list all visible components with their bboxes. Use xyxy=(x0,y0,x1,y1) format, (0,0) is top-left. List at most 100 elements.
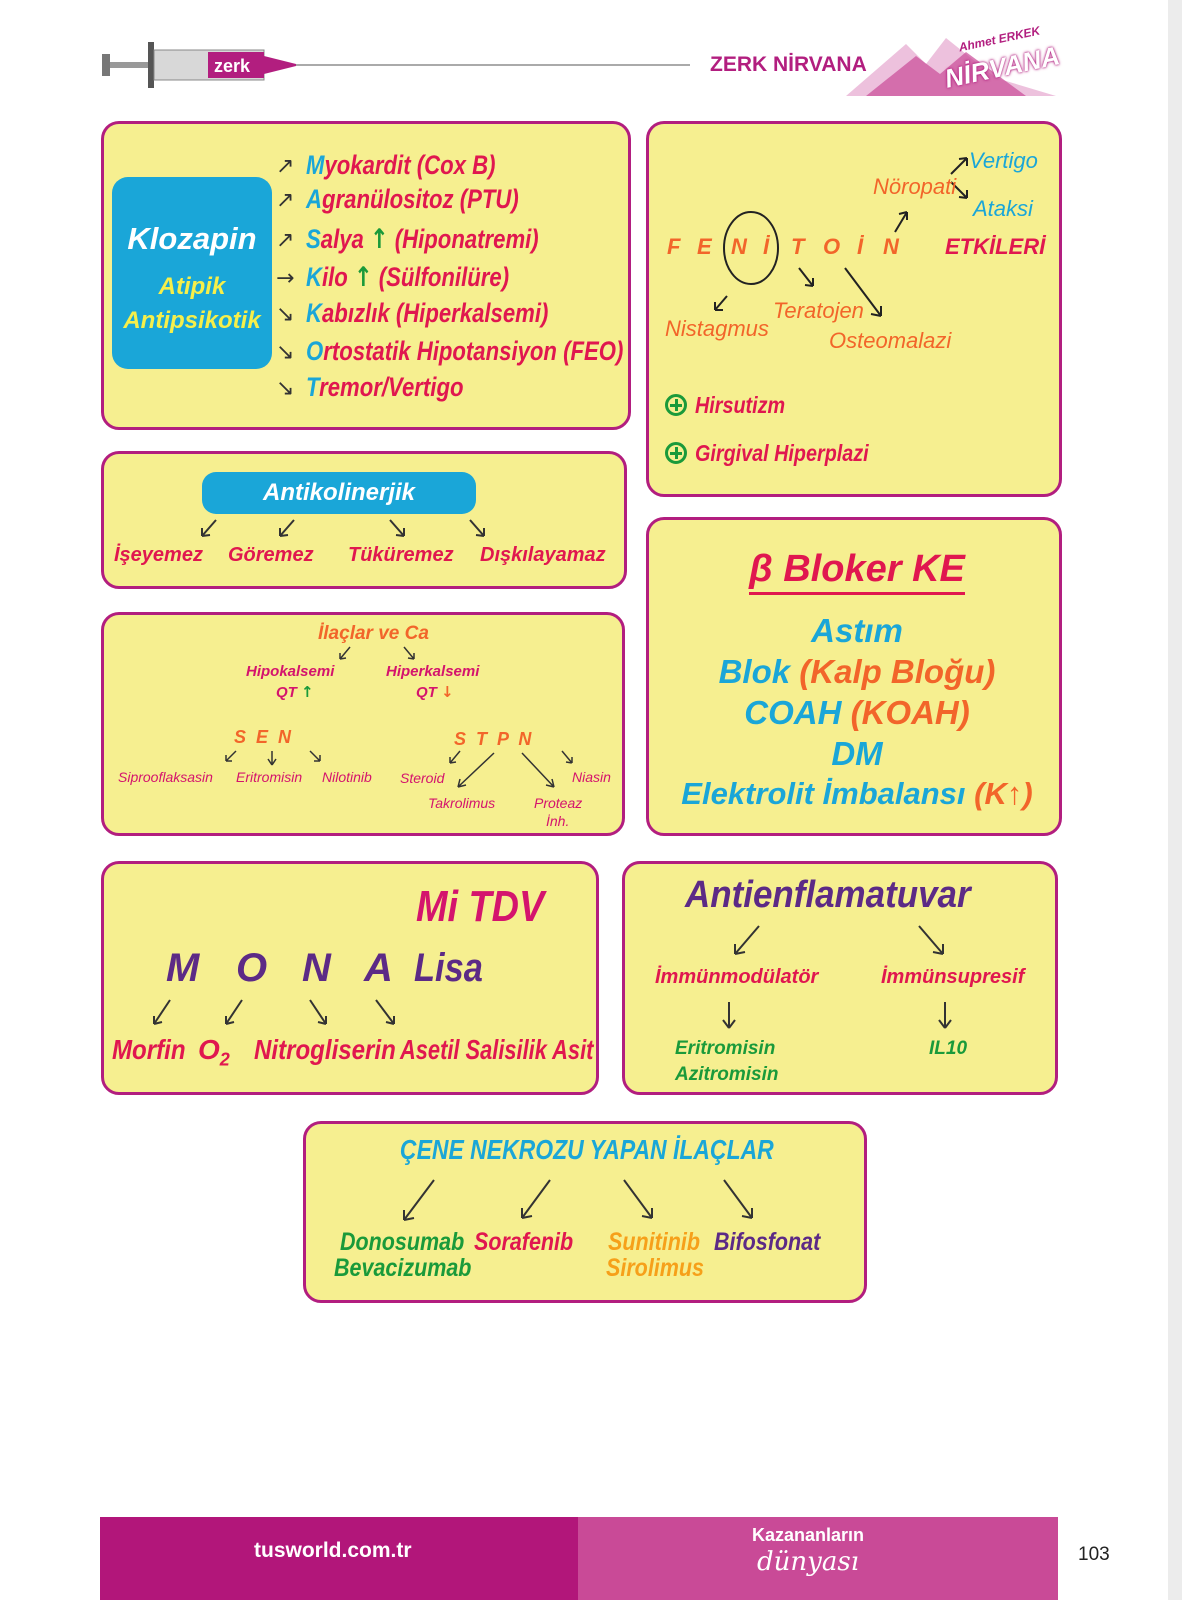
page-edge xyxy=(1168,0,1182,1600)
antikolinerjik-box: Antikolinerjik İşeyemez Göremez Tüküreme… xyxy=(101,451,627,589)
antienflamatuvar-arrows xyxy=(722,925,952,1029)
antikolinerjik-item-3: Tüküremez xyxy=(348,544,454,566)
klozapin-arrow-icon: ↗ xyxy=(276,188,295,213)
page-number: 103 xyxy=(1078,1544,1110,1565)
bifosfonat-text: Bifosfonat xyxy=(714,1228,821,1256)
klozapin-item-text: Salya ↑ (Hiponatremi) xyxy=(306,224,539,255)
ilaclar-hiperkalsemi: Hiperkalsemi xyxy=(386,663,480,680)
hipo-qt-label: QT xyxy=(276,684,297,701)
syringe-icon xyxy=(102,42,690,88)
brand-title: ZERK NİRVANA xyxy=(710,53,867,76)
ilaclar-ca-box: İlaçlar ve Ca Hipokalsemi QT ↑ Hiperkals… xyxy=(101,612,625,836)
elektrolit-paren: (K↑) xyxy=(974,776,1033,811)
antienflamatuvar-title: Antienflamatuvar xyxy=(685,874,995,917)
cene-bevacizumab: Bevacizumab xyxy=(334,1254,494,1283)
mi-tdv-title-text: Mi TDV xyxy=(416,882,545,931)
klozapin-arrow-icon: ↗ xyxy=(276,228,295,253)
ilaclar-steroid: Steroid xyxy=(400,770,445,786)
up-arrow-icon: ↑ xyxy=(353,262,373,293)
beta-bloker-dm: DM xyxy=(831,735,883,772)
down-arrow-icon: ↓ xyxy=(441,683,454,701)
fenitoin-letter: İ xyxy=(763,234,770,259)
mi-tdv-o2: O2 xyxy=(198,1034,230,1071)
footer-slogan-2: dünyası xyxy=(757,1547,859,1577)
footer-right: Kazananların dünyası xyxy=(578,1517,1058,1600)
ilaclar-sen-item-3: Nilotinib xyxy=(322,769,372,785)
fenitoin-plus-item-text: Girgival Hiperplazi xyxy=(695,440,869,466)
o2-text: O xyxy=(198,1034,220,1065)
klozapin-item-paren: (Sülfonilüre) xyxy=(378,262,510,292)
klozapin-item-rest: alya xyxy=(320,224,364,254)
mona-n: N xyxy=(302,946,331,990)
mona-m: M xyxy=(166,946,200,990)
footer-left: tusworld.com.tr xyxy=(100,1517,578,1600)
fenitoin-plus-item: Hirsutizm xyxy=(695,392,800,419)
footer-url[interactable]: tusworld.com.tr xyxy=(254,1539,412,1562)
coah-paren: (KOAH) xyxy=(850,694,970,731)
klozapin-item: Myokardit (Cox B) xyxy=(306,150,537,181)
cene-box: ÇENE NEKROZU YAPAN İLAÇLAR Donosumab Bev… xyxy=(303,1121,867,1303)
coah-text: COAH xyxy=(744,694,842,731)
mi-tdv-title: Mi TDV xyxy=(416,882,565,932)
fenitoin-ataksi: Ataksi xyxy=(973,196,1033,221)
klozapin-item-rest: yokardit (Cox B) xyxy=(324,150,496,180)
antikolinerjik-item-2: Göremez xyxy=(228,544,314,566)
fenitoin-letter: E xyxy=(697,234,712,259)
fenitoin-plus-item: Girgival Hiperplazi xyxy=(695,440,897,467)
cene-bifosfonat: Bifosfonat xyxy=(714,1228,838,1257)
antienflamatuvar-right-item-1: IL10 xyxy=(929,1038,968,1059)
antikolinerjik-arrows xyxy=(201,519,485,537)
fenitoin-letter: N xyxy=(731,234,747,259)
klozapin-item: Kabızlık (Hiperkalsemi) xyxy=(306,298,602,329)
footer-slogan-1: Kazananların xyxy=(751,1525,865,1545)
antikolinerjik-item-4: Dışkılayamaz xyxy=(480,544,606,566)
fenitoin-teratojen: Teratojen xyxy=(773,298,864,323)
klozapin-item-text: Kabızlık (Hiperkalsemi) xyxy=(306,298,548,329)
klozapin-item: Tremor/Vertigo xyxy=(306,372,498,403)
ilaclar-sen: S E N xyxy=(234,727,292,747)
beta-bloker-box: β Bloker KE Astım Blok (Kalp Bloğu) COAH… xyxy=(646,517,1062,836)
klozapin-item-initial: O xyxy=(306,336,324,366)
klozapin-item: Agranülositoz (PTU) xyxy=(306,184,565,215)
beta-bloker-coah: COAH (KOAH) xyxy=(649,694,1065,732)
fenitoin-arrows xyxy=(714,157,968,317)
mi-tdv-box: Mi TDV M O N A Lisa Morfin O2 Nitroglise… xyxy=(101,861,599,1095)
ilaclar-inh: İnh. xyxy=(546,813,570,829)
ilaclar-sen-item-1: Siprooflaksasin xyxy=(118,769,213,785)
fenitoin-letter: F xyxy=(667,234,681,259)
klozapin-subtitle-2: Antipsikotik xyxy=(123,307,261,334)
morfin-text: Morfin xyxy=(112,1034,186,1065)
hiper-qt-label: QT xyxy=(416,684,437,701)
syringe-label: zerk xyxy=(214,56,251,76)
ilaclar-niasin: Niasin xyxy=(572,769,611,785)
antikolinerjik-item-1: İşeyemez xyxy=(114,544,203,566)
mona-o: O xyxy=(236,946,268,990)
klozapin-item-text: Myokardit (Cox B) xyxy=(306,150,495,181)
fenitoin-letter: N xyxy=(883,234,899,259)
klozapin-arrow-icon: ↘ xyxy=(276,302,295,327)
blok-text: Blok xyxy=(718,653,791,690)
beta-bloker-title-text: β Bloker KE xyxy=(749,548,965,595)
sirolimus-text: Sirolimus xyxy=(606,1254,704,1282)
cene-sunitinib: Sunitinib xyxy=(608,1228,715,1257)
beta-bloker-astim: Astım xyxy=(811,612,903,649)
bevacizumab-text: Bevacizumab xyxy=(334,1254,472,1282)
cene-title: ÇENE NEKROZU YAPAN İLAÇLAR xyxy=(400,1134,856,1166)
klozapin-item-text: Agranülositoz (PTU) xyxy=(306,184,519,215)
klozapin-item-paren: (Hiponatremi) xyxy=(394,224,539,254)
antienflamatuvar-title-text: Antienflamatuvar xyxy=(685,874,971,916)
antienflamatuvar-left-item-1: Eritromisin xyxy=(675,1038,776,1059)
klozapin-badge: Klozapin Atipik Antipsikotik xyxy=(112,177,272,369)
ilaclar-arrows xyxy=(225,646,573,788)
fenitoin-vertigo: Vertigo xyxy=(969,148,1038,173)
klozapin-arrow-icon: ↘ xyxy=(276,340,295,365)
nitrogliserin-text: Nitrogliserin xyxy=(254,1034,396,1065)
fenitoin-plus-item-text: Hirsutizm xyxy=(695,392,786,418)
klozapin-item-rest: granülositoz (PTU) xyxy=(321,184,519,214)
asa-text: Asetil Salisilik Asit xyxy=(400,1034,594,1065)
klozapin-title: Klozapin xyxy=(127,221,257,256)
cene-sorafenib: Sorafenib xyxy=(474,1228,589,1257)
donosumab-text: Donosumab xyxy=(340,1228,465,1256)
antikolinerjik-title: Antikolinerjik xyxy=(202,472,476,514)
